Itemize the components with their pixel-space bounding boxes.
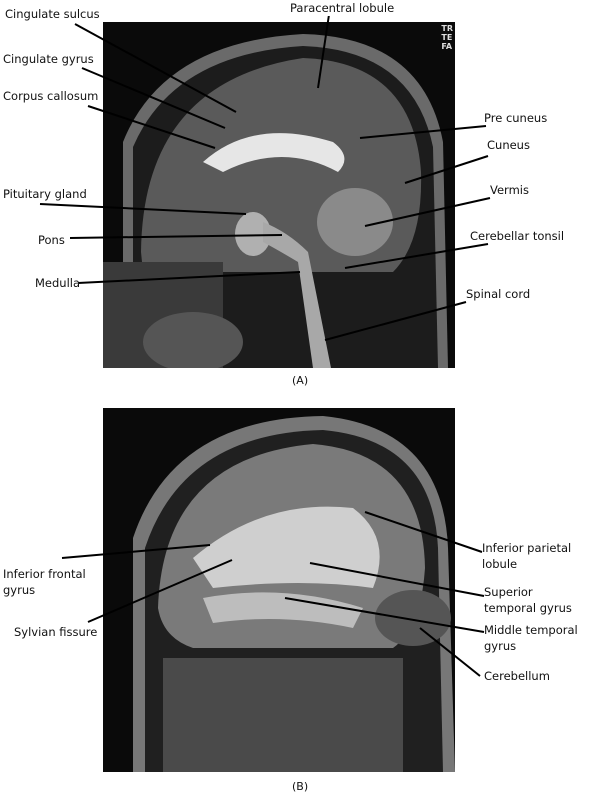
- leader-pons: [69, 234, 283, 239]
- label-line: Inferior frontal: [3, 567, 86, 581]
- brain-illustration-b: [133, 416, 455, 772]
- leader-inferior-parietal-lobule: [364, 511, 483, 553]
- caption-a: (A): [292, 374, 309, 387]
- label-pre-cuneus: Pre cuneus: [484, 111, 548, 125]
- scanner-param-tr: TR: [441, 24, 453, 33]
- label-line: lobule: [482, 557, 518, 571]
- leader-paracentral-lobule: [317, 7, 331, 89]
- label-line: gyrus: [3, 583, 36, 597]
- leader-pituitary-gland: [39, 203, 247, 215]
- label-superior-temporal-gyrus: Superior temporal gyrus: [484, 584, 572, 616]
- brain-illustration-a: [103, 34, 448, 368]
- label-line: Middle temporal: [484, 623, 578, 637]
- label-corpus-callosum: Corpus callosum: [3, 89, 99, 103]
- leader-middle-temporal-gyrus: [284, 597, 485, 633]
- leader-inferior-frontal-gyrus: [61, 544, 211, 559]
- label-cerebellar-tonsil: Cerebellar tonsil: [470, 229, 565, 243]
- leader-pre-cuneus: [359, 125, 487, 139]
- label-sylvian-fissure: Sylvian fissure: [14, 625, 98, 639]
- caption-b: (B): [292, 780, 309, 793]
- leader-corpus-callosum: [87, 105, 216, 149]
- label-middle-temporal-gyrus: Middle temporal gyrus: [484, 622, 578, 654]
- leader-spinal-cord: [324, 301, 467, 341]
- label-line: gyrus: [484, 639, 517, 653]
- label-cuneus: Cuneus: [487, 138, 530, 152]
- label-vermis: Vermis: [490, 183, 529, 197]
- leader-cerebellum: [419, 627, 481, 677]
- leader-cingulate-gyrus: [81, 67, 226, 129]
- scanner-param-fa: FA: [441, 42, 453, 51]
- scanner-param-te: TE: [441, 33, 453, 42]
- label-medulla: Medulla: [35, 276, 81, 290]
- label-cingulate-gyrus: Cingulate gyrus: [3, 52, 94, 66]
- leader-cuneus: [404, 155, 489, 184]
- leader-sylvian-fissure: [87, 559, 233, 623]
- label-cingulate-sulcus: Cingulate sulcus: [5, 7, 100, 21]
- leader-vermis: [364, 197, 491, 227]
- mri-sagittal-lateral-image: [103, 408, 455, 772]
- label-pituitary-gland: Pituitary gland: [3, 187, 87, 201]
- label-cerebellum: Cerebellum: [484, 669, 550, 683]
- leader-cerebellar-tonsil: [344, 243, 489, 269]
- leader-cingulate-sulcus: [74, 23, 237, 113]
- leader-superior-temporal-gyrus: [309, 562, 485, 597]
- label-line: temporal gyrus: [484, 601, 572, 615]
- label-inferior-parietal-lobule: Inferior parietal lobule: [482, 540, 571, 572]
- leader-medulla: [77, 271, 301, 284]
- mri-sagittal-midline-image: TR TE FA: [103, 22, 455, 368]
- label-inferior-frontal-gyrus: Inferior frontal gyrus: [3, 566, 86, 598]
- label-spinal-cord: Spinal cord: [466, 287, 531, 301]
- label-paracentral-lobule: Paracentral lobule: [290, 0, 395, 16]
- label-line: Superior: [484, 585, 533, 599]
- label-line: Inferior parietal: [482, 541, 572, 555]
- label-pons: Pons: [38, 233, 65, 247]
